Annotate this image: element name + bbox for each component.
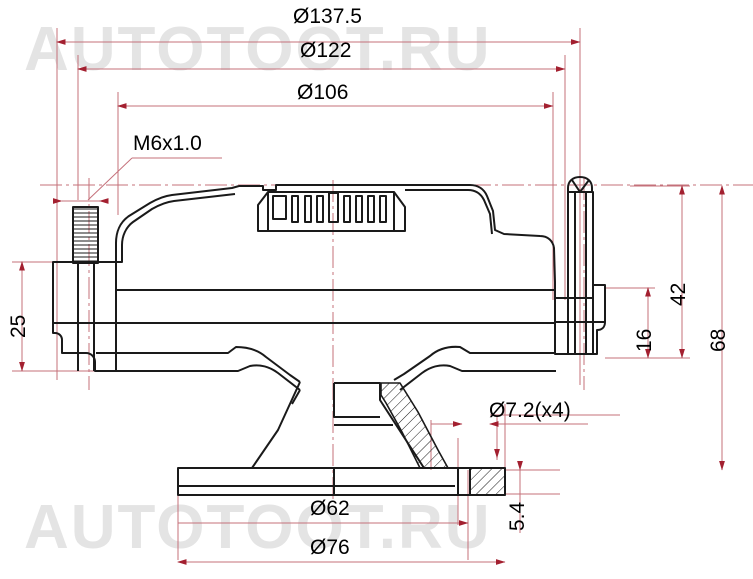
under-flange-left2 [110, 364, 301, 391]
hub-boss-outline [334, 382, 425, 469]
dim-label-dia-137-5: Ø137.5 [293, 5, 362, 28]
vent-lip-right [393, 191, 406, 232]
hub-bore-top [333, 383, 380, 418]
leader-m6 [87, 157, 133, 201]
dim-label-height-68: 68 [707, 328, 730, 352]
dim-label-height-25: 25 [7, 314, 30, 338]
housing-top-right-inner [405, 189, 493, 235]
dim-label-height-5-4: 5.4 [506, 501, 529, 531]
dim-label-height-42: 42 [667, 282, 690, 306]
dim-label-thread-m6: M6x1.0 [133, 132, 202, 155]
vent-slats [272, 192, 387, 223]
dim-label-dia-122: Ø122 [300, 39, 352, 62]
housing-top-left [115, 185, 240, 262]
housing-top-right [400, 184, 556, 298]
dimension-lines [19, 39, 725, 565]
housing-top-left-inner [116, 193, 236, 263]
dim-label-dia-106: Ø106 [297, 81, 349, 104]
under-flange-right [393, 345, 556, 381]
vent-lip [257, 191, 269, 232]
watermark-top: AUTOTOOT.RU [24, 15, 492, 84]
dim-label-dia-62: Ø62 [310, 497, 350, 520]
under-flange-right2 [399, 364, 556, 391]
hub-cone-left-in [291, 389, 301, 405]
part-outline [52, 176, 606, 496]
right-stud-cap [567, 176, 593, 193]
dim-label-height-16: 16 [633, 328, 656, 352]
under-flange-left [96, 346, 301, 383]
hub-cone-left [251, 381, 301, 469]
dim-label-dia-7-2: Ø7.2(x4) [489, 399, 571, 422]
right-bracket [554, 284, 606, 355]
thread-body [72, 206, 99, 264]
watermark-bottom: AUTOTOOT.RU [24, 493, 492, 562]
dim-label-dia-76: Ø76 [310, 536, 350, 559]
